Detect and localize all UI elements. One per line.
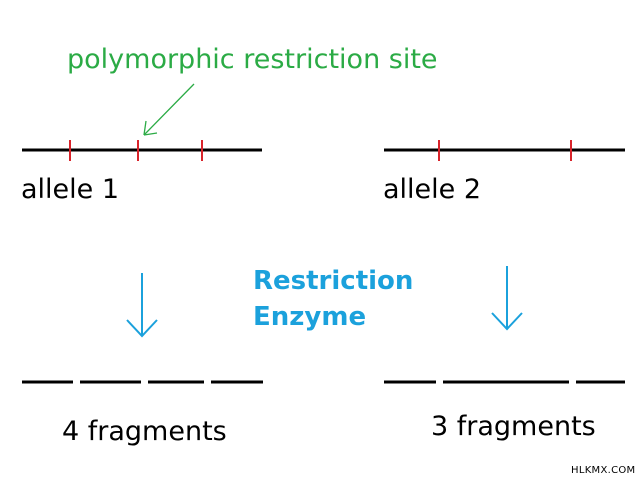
allele-2-fragments-label: 3 fragments — [431, 411, 596, 442]
allele-1-fragments-label: 4 fragments — [62, 416, 227, 447]
allele-1-label: allele 1 — [21, 174, 120, 205]
allele-2-label: allele 2 — [383, 174, 482, 205]
annotation-arrow — [143, 83, 195, 136]
enzyme-label-line-2: Enzyme — [253, 302, 367, 332]
annotation-label: polymorphic restriction site — [67, 44, 438, 75]
watermark: HLKMX.COM — [571, 465, 636, 476]
digest-arrow-2 — [491, 266, 523, 331]
digest-arrow-1 — [126, 273, 158, 338]
enzyme-label-line-1: Restriction — [253, 266, 414, 296]
